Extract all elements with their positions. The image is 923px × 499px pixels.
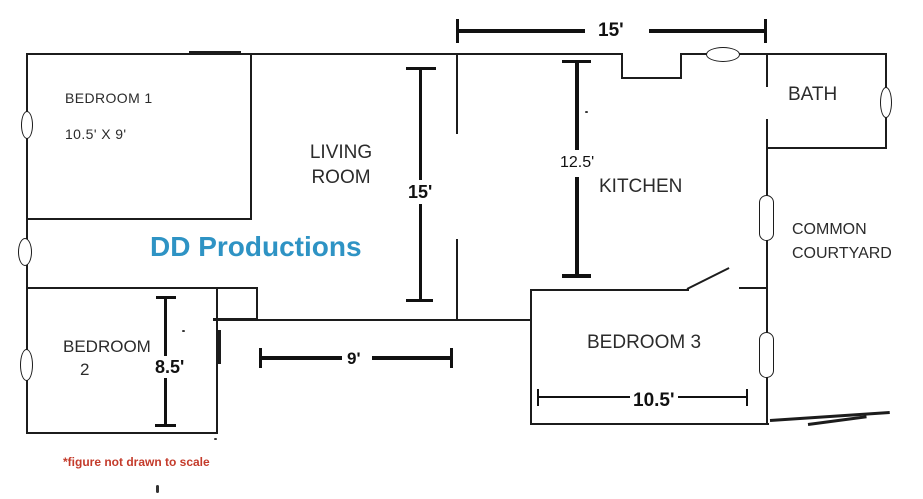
dim-hall-tick-right	[450, 348, 453, 368]
courtyard-label-line1: COMMON	[792, 221, 867, 238]
dim-kitchen-line-a	[575, 61, 579, 150]
dim-hall-label: 9'	[345, 349, 363, 369]
scale-note: *figure not drawn to scale	[63, 455, 210, 469]
wall-bedroom2-bottom	[26, 432, 218, 434]
dim-bedroom2-line-a	[164, 298, 167, 356]
dim-living-cap-bottom	[406, 299, 433, 302]
dim-kitchen-cap-bottom	[562, 274, 591, 278]
dim-top-tick-left	[456, 19, 459, 43]
wall-bedroom1-right	[250, 53, 252, 220]
window-bath	[880, 87, 892, 118]
wall-bath-bottom	[766, 147, 887, 149]
dim-bedroom3-label: 10.5'	[631, 390, 677, 412]
window-left-3	[20, 349, 33, 381]
wall-courtyard	[766, 119, 768, 425]
dim-top-tick-right	[764, 19, 767, 43]
bath-label: BATH	[788, 84, 838, 105]
wall-bath-left-upper	[766, 53, 768, 87]
wall-notch-left	[621, 54, 623, 79]
courtyard-label-line2: COURTYARD	[792, 245, 892, 262]
wall-bedroom3-bottom	[530, 423, 769, 425]
stray-tick	[156, 485, 159, 493]
dim-bedroom3-line-b	[678, 396, 748, 398]
wall-outer-top-left	[26, 53, 623, 55]
dim-hall-tick-left	[259, 348, 262, 368]
dim-bedroom3-tick-right	[746, 389, 748, 406]
dim-top-line-a	[458, 29, 585, 33]
stray-dot-3	[182, 330, 185, 332]
window-left-1	[21, 111, 33, 139]
wall-hall-bottom-thick	[213, 318, 258, 321]
bedroom3-label: BEDROOM 3	[587, 332, 702, 353]
living-room-label-line2: ROOM	[311, 167, 371, 188]
door-swing-bedroom3	[686, 267, 730, 290]
window-left-2	[18, 238, 32, 266]
dim-living-line-b	[419, 204, 422, 301]
dim-bedroom3-line-a	[538, 396, 630, 398]
dim-bedroom2-cap-top	[156, 296, 176, 299]
living-room-label-line1: LIVING	[309, 142, 373, 163]
window-top	[706, 47, 740, 62]
wall-bedroom3-top	[530, 289, 689, 291]
wall-step-right	[256, 287, 258, 320]
wall-notch-bottom	[621, 77, 682, 79]
stray-dot-1	[585, 111, 588, 113]
wall-bedroom3-top-right	[739, 287, 768, 289]
window-courtyard-1	[759, 195, 774, 241]
wall-top-overdraw	[189, 51, 241, 55]
wall-living-kitchen-upper	[456, 53, 458, 134]
dim-kitchen-label: 12.5'	[558, 154, 597, 172]
wall-notch-right	[680, 54, 682, 79]
bedroom2-label-line2: 2	[80, 360, 90, 379]
living-room-label: LIVING ROOM	[295, 140, 387, 190]
dim-living-line-a	[419, 68, 422, 180]
dim-hall-line-b	[372, 356, 453, 360]
wall-bedroom2-top	[26, 287, 258, 289]
door-bar-bedroom2	[217, 330, 221, 364]
dim-hall-line-a	[261, 356, 342, 360]
wall-outer-top-right	[680, 53, 887, 55]
wall-hall-bottom	[256, 319, 531, 321]
dim-living-label: 15'	[406, 182, 435, 203]
dim-bedroom2-cap-bottom	[155, 424, 176, 427]
wall-bedroom1-bottom	[26, 218, 252, 220]
dim-kitchen-line-b	[575, 177, 579, 275]
dim-top-label: 15'	[596, 20, 626, 42]
wall-living-kitchen-lower	[456, 239, 458, 321]
bedroom1-size-label: 10.5' X 9'	[65, 126, 127, 142]
stray-dot-2	[214, 438, 217, 440]
kitchen-label: KITCHEN	[599, 176, 683, 197]
dim-top-line-b	[649, 29, 766, 33]
bedroom2-label-line1: BEDROOM	[63, 337, 151, 356]
window-courtyard-2	[759, 332, 774, 378]
dim-bedroom2-label: 8.5'	[153, 357, 187, 378]
wall-bedroom3-left	[530, 289, 532, 425]
watermark: DD Productions	[150, 231, 362, 262]
dim-bedroom2-line-b	[164, 378, 167, 425]
bedroom1-label: BEDROOM 1	[65, 90, 153, 106]
